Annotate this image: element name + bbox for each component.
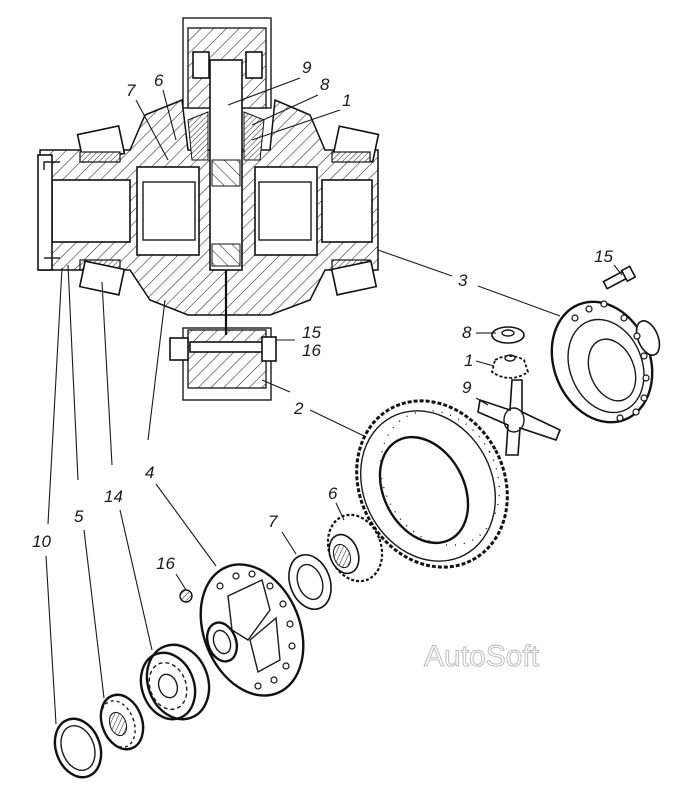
bolt-part — [602, 265, 637, 290]
sectional-view — [37, 17, 380, 401]
case-left-bolt-holes — [216, 570, 296, 690]
callout-10: 10 — [32, 532, 51, 551]
roller-bearing-part — [99, 693, 145, 751]
pinion-gear-part — [490, 354, 530, 379]
case-half-left-part — [199, 563, 305, 697]
side-gear-part — [326, 513, 384, 583]
callout-15-right: 15 — [594, 247, 613, 266]
callout-8-right: 8 — [462, 323, 472, 342]
bearing-section-right-top — [331, 125, 380, 163]
nut-part — [179, 589, 193, 603]
bearing-section-left-bottom — [78, 259, 126, 296]
case-half-right-part — [550, 300, 661, 424]
callout-16-low: 16 — [156, 554, 175, 573]
callout-3: 3 — [458, 271, 468, 290]
bolt-holes — [571, 300, 650, 422]
callout-2: 2 — [293, 399, 304, 418]
bearing-section-right-bottom — [330, 259, 378, 296]
ball-bearing-part — [139, 643, 211, 721]
side-washer-part — [288, 554, 332, 610]
thrust-washer-part — [491, 326, 525, 344]
callout-7-low: 7 — [268, 512, 278, 531]
watermark: AutoSoft — [424, 640, 540, 673]
callout-16-mid: 16 — [302, 341, 321, 360]
callout-1-right: 1 — [464, 351, 473, 370]
callout-labels: 9 8 1 7 6 3 15 15 16 8 1 9 2 6 7 4 16 14… — [32, 58, 613, 573]
leader-lines — [45, 77, 623, 725]
callout-4: 4 — [145, 463, 154, 482]
cross-spider-part — [477, 379, 562, 456]
callout-15-mid: 15 — [302, 323, 321, 342]
retaining-ring-part — [53, 717, 103, 779]
driven-gear-section-bottom — [169, 327, 277, 401]
callout-14: 14 — [104, 487, 123, 506]
callout-7-top: 7 — [126, 81, 136, 100]
callout-9-right: 9 — [462, 378, 472, 397]
callout-8-top: 8 — [320, 75, 330, 94]
driven-gear-part — [355, 399, 509, 569]
callout-1-top: 1 — [342, 91, 351, 110]
callout-6-low: 6 — [328, 484, 338, 503]
bearing-section-left-top — [76, 124, 126, 164]
callout-6-top: 6 — [154, 71, 164, 90]
callout-9-top: 9 — [302, 58, 312, 77]
callout-5: 5 — [74, 507, 84, 526]
